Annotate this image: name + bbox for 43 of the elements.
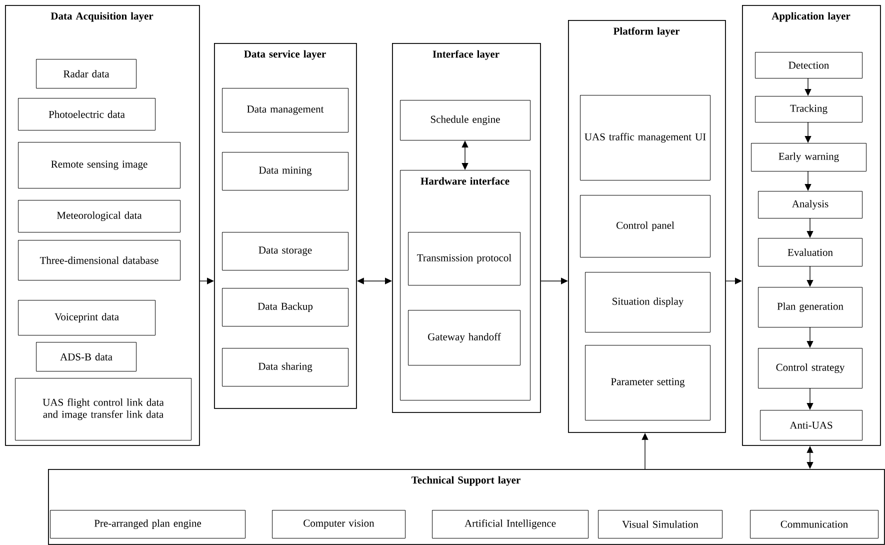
process-box: Voiceprint data: [18, 300, 156, 336]
arrow: [462, 140, 468, 170]
process-box: Transmission protocol: [408, 232, 520, 286]
process-box: Remote sensing image: [18, 142, 180, 188]
arrow: [806, 266, 814, 287]
process-box: Artificial Intelligence: [432, 510, 588, 538]
process-box: Data storage: [222, 232, 348, 270]
process-box: Data sharing: [222, 348, 348, 386]
process-box: Pre-arranged plan engine: [50, 510, 246, 538]
process-box: Early warning: [751, 143, 866, 172]
process-box: Tracking: [755, 96, 862, 122]
process-box: UAS flight control link data and image transfer link data: [15, 378, 192, 440]
process-box: Data Backup: [222, 288, 348, 326]
process-box: Visual Simulation: [598, 510, 722, 538]
process-box: Plan generation: [758, 287, 862, 328]
process-box: Evaluation: [758, 238, 862, 266]
process-box: Control panel: [580, 195, 710, 258]
process-box: Data management: [222, 88, 348, 132]
process-box: Meteorological data: [18, 200, 180, 232]
process-box: Schedule engine: [400, 100, 530, 140]
process-box: Detection: [755, 52, 862, 78]
process-box: ADS-B data: [36, 342, 136, 372]
arrow: [540, 278, 568, 284]
arrow: [200, 278, 214, 284]
process-box: Gateway handoff: [408, 310, 520, 366]
process-box: Situation display: [585, 272, 710, 332]
process-box: Analysis: [758, 191, 862, 218]
process-box: Control strategy: [758, 348, 862, 388]
process-box: Communication: [750, 510, 878, 538]
arrow: [804, 78, 812, 96]
process-box: UAS traffic management UI: [580, 95, 710, 180]
process-box: Data mining: [222, 152, 348, 190]
process-box: Parameter setting: [585, 345, 710, 420]
process-box: Radar data: [36, 59, 136, 88]
process-box: Three-dimensional database: [18, 240, 180, 280]
process-box: Photoelectric data: [18, 98, 156, 130]
arrow: [806, 388, 814, 410]
arrow: [806, 327, 814, 348]
arrow: [726, 278, 742, 284]
process-box: Computer vision: [272, 510, 406, 538]
arrow: [804, 122, 812, 143]
arrow: [804, 171, 812, 191]
process-box: Anti-UAS: [760, 410, 862, 440]
